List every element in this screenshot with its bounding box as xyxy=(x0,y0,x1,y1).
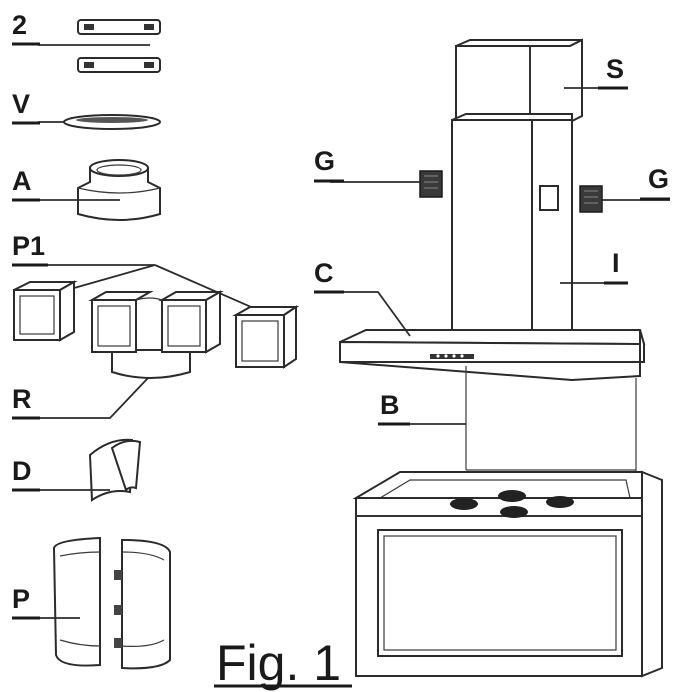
label-B: B xyxy=(380,390,400,420)
part-V-plate xyxy=(38,114,161,130)
part-P1-ducts xyxy=(13,264,300,369)
part-2-brackets xyxy=(38,19,161,73)
part-C-canopy xyxy=(316,291,646,382)
part-G-grille-right xyxy=(579,185,670,213)
label-G-right: G xyxy=(648,164,669,194)
cooker-unit xyxy=(352,470,663,678)
label-2: 2 xyxy=(12,10,27,40)
label-I: I xyxy=(612,248,620,278)
label-P1: P1 xyxy=(12,231,45,261)
part-I-lower-chimney xyxy=(451,113,626,343)
part-P-shell xyxy=(40,536,171,670)
part-A-adapter xyxy=(40,159,161,221)
kitchen-wall xyxy=(466,378,637,480)
label-S: S xyxy=(606,54,624,84)
part-S-upper-chimney xyxy=(455,38,626,123)
part-G-grille-left xyxy=(330,170,443,198)
label-D: D xyxy=(12,456,32,486)
part-D-sleeve xyxy=(40,438,142,502)
label-C: C xyxy=(314,258,334,288)
label-R: R xyxy=(12,384,32,414)
part-R-connector xyxy=(40,290,224,419)
label-V: V xyxy=(12,89,30,119)
label-A: A xyxy=(12,166,32,196)
figure-caption: Fig. 1 xyxy=(216,635,341,691)
label-P: P xyxy=(12,584,30,614)
label-G-left: G xyxy=(314,146,335,176)
